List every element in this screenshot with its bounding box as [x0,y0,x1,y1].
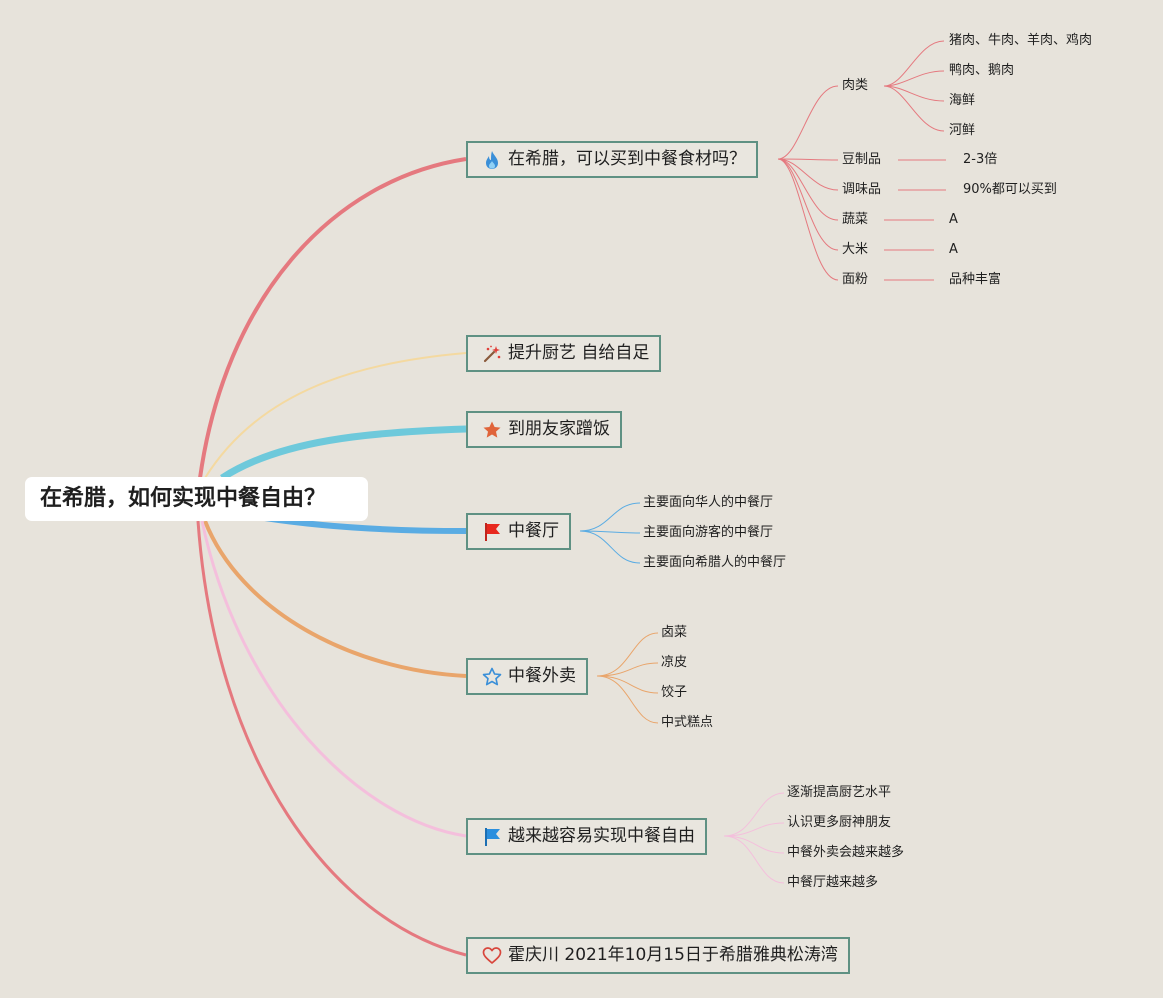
leaf-tofu[interactable]: 2-3倍 [963,152,998,167]
leaf-seasoning[interactable]: 90%都可以买到 [963,182,1057,197]
link-root-b3 [264,515,467,534]
branch-topic-easier[interactable]: 越来越容易实现中餐自由 [466,818,707,855]
branch-topic-ingredients[interactable]: 在希腊，可以买到中餐食材吗？ [466,141,758,178]
link-root-b4 [203,520,467,678]
subtopic-tofu[interactable]: 豆制品 [842,152,882,167]
leaf-easier-4[interactable]: 中餐厅越来越多 [787,875,879,890]
branch-topic-takeaway[interactable]: 中餐外卖 [466,658,588,695]
leaf-meat-3[interactable]: 海鲜 [949,93,976,108]
root-topic[interactable]: 在希腊，如何实现中餐自由？ [25,477,368,521]
subtopic-seasoning[interactable]: 调味品 [842,182,882,197]
subtopic-vegetables[interactable]: 蔬菜 [842,212,869,227]
star-outline-icon [482,667,502,686]
leaf-takeaway-1[interactable]: 卤菜 [661,625,688,640]
branch-topic-signature[interactable]: 霍庆川 2021年10月15日于希腊雅典松涛湾 [466,937,850,974]
subtopic-flour[interactable]: 面粉 [842,272,869,287]
leaf-easier-2[interactable]: 认识更多厨神朋友 [787,815,892,830]
link-root-b6 [196,520,467,957]
fire-icon [486,151,498,169]
link-root-b0 [198,157,467,479]
branch-topic-cooking[interactable]: 提升厨艺 自给自足 [466,335,662,372]
leaf-restaurant-2[interactable]: 主要面向游客的中餐厅 [643,525,774,540]
branch-label: 在希腊，可以买到中餐食材吗？ [508,149,746,169]
leaf-takeaway-3[interactable]: 饺子 [661,685,688,700]
leaf-takeaway-2[interactable]: 凉皮 [661,655,688,670]
subtopic-meat[interactable]: 肉类 [842,78,869,93]
leaf-takeaway-4[interactable]: 中式糕点 [661,715,714,730]
branch-topic-restaurants[interactable]: 中餐厅 [466,513,571,550]
star-filled-icon [483,421,501,438]
leaf-meat-2[interactable]: 鸭肉、鹅肉 [949,63,1015,78]
branch-label: 提升厨艺 自给自足 [508,343,650,363]
heart-icon [482,947,502,964]
blue-flag-icon [485,828,500,846]
magic-wand-icon [483,345,501,363]
branch-label: 中餐厅 [508,521,559,541]
leaf-meat-1[interactable]: 猪肉、牛肉、羊肉、鸡肉 [949,33,1093,48]
link-root-b5 [200,520,467,838]
branch-label: 中餐外卖 [508,666,576,686]
leaf-easier-3[interactable]: 中餐外卖会越来越多 [787,845,905,860]
red-flag-icon [485,523,500,541]
leaf-flour[interactable]: 品种丰富 [949,272,1002,287]
branch-label: 到朋友家蹭饭 [508,419,610,439]
leaf-restaurant-1[interactable]: 主要面向华人的中餐厅 [643,495,774,510]
leaf-meat-4[interactable]: 河鲜 [949,123,976,138]
leaf-vegetables[interactable]: A [949,212,958,227]
branch-label: 越来越容易实现中餐自由 [508,826,695,846]
branch-label: 霍庆川 2021年10月15日于希腊雅典松涛湾 [508,945,838,965]
leaf-restaurant-3[interactable]: 主要面向希腊人的中餐厅 [643,555,787,570]
link-root-b2 [220,425,467,481]
leaf-easier-1[interactable]: 逐渐提高厨艺水平 [787,785,892,800]
branch-topic-friends[interactable]: 到朋友家蹭饭 [466,411,622,448]
leaf-rice[interactable]: A [949,242,958,257]
subtopic-rice[interactable]: 大米 [842,242,869,257]
link-root-b1 [204,352,467,479]
